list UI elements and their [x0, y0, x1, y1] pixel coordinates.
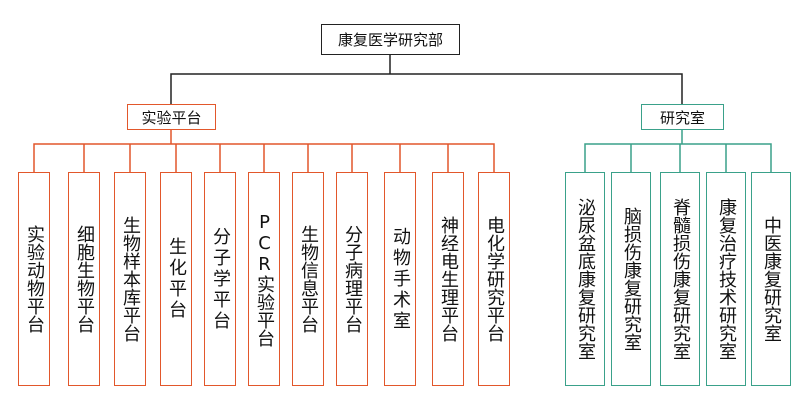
node-label: 泌尿盆底康复研究室	[575, 198, 596, 360]
root-node: 康复医学研究部	[321, 24, 460, 55]
node-pelvic-floor-rehab-lab: 泌尿盆底康复研究室	[565, 172, 605, 386]
node-pcr-platform: PCR实验平台	[248, 172, 280, 386]
category-label: 实验平台	[141, 108, 202, 127]
node-label: 康复治疗技术研究室	[716, 198, 737, 360]
node-label: 生物样本库平台	[120, 216, 141, 342]
node-label: 实验动物平台	[24, 225, 45, 333]
category-label: 研究室	[659, 108, 705, 127]
node-label: 脊髓损伤康复研究室	[670, 198, 691, 360]
node-molecular-platform: 分子学平台	[204, 172, 236, 386]
category-experimental-platform: 实验平台	[127, 104, 216, 130]
node-cell-biology-platform: 细胞生物平台	[68, 172, 100, 386]
node-tcm-rehab-lab: 中医康复研究室	[751, 172, 791, 386]
node-label: 电化学研究平台	[484, 216, 505, 342]
node-label: PCR实验平台	[254, 211, 275, 347]
node-label: 分子学平台	[210, 226, 231, 332]
node-label: 中医康复研究室	[761, 216, 782, 342]
node-biobank-platform: 生物样本库平台	[114, 172, 146, 386]
node-label: 分子病理平台	[342, 225, 363, 333]
node-spinal-cord-injury-rehab-lab: 脊髓损伤康复研究室	[660, 172, 700, 386]
node-experimental-animal-platform: 实验动物平台	[18, 172, 50, 386]
node-rehab-therapy-tech-lab: 康复治疗技术研究室	[706, 172, 746, 386]
node-neuroelectrophysiology-platform: 神经电生理平台	[432, 172, 464, 386]
root-label: 康复医学研究部	[337, 31, 443, 49]
node-molecular-pathology-platform: 分子病理平台	[336, 172, 368, 386]
node-brain-injury-rehab-lab: 脑损伤康复研究室	[611, 172, 651, 386]
node-animal-surgery-room: 动物手术室	[384, 172, 416, 386]
node-bioinformatics-platform: 生物信息平台	[292, 172, 324, 386]
node-label: 动物手术室	[390, 226, 411, 332]
category-research-office: 研究室	[641, 104, 724, 130]
node-label: 生化平台	[166, 237, 187, 321]
node-label: 生物信息平台	[298, 225, 319, 333]
node-biochemistry-platform: 生化平台	[160, 172, 192, 386]
node-label: 神经电生理平台	[438, 216, 459, 342]
node-electrochemistry-platform: 电化学研究平台	[478, 172, 510, 386]
node-label: 细胞生物平台	[74, 225, 95, 333]
node-label: 脑损伤康复研究室	[621, 207, 642, 351]
